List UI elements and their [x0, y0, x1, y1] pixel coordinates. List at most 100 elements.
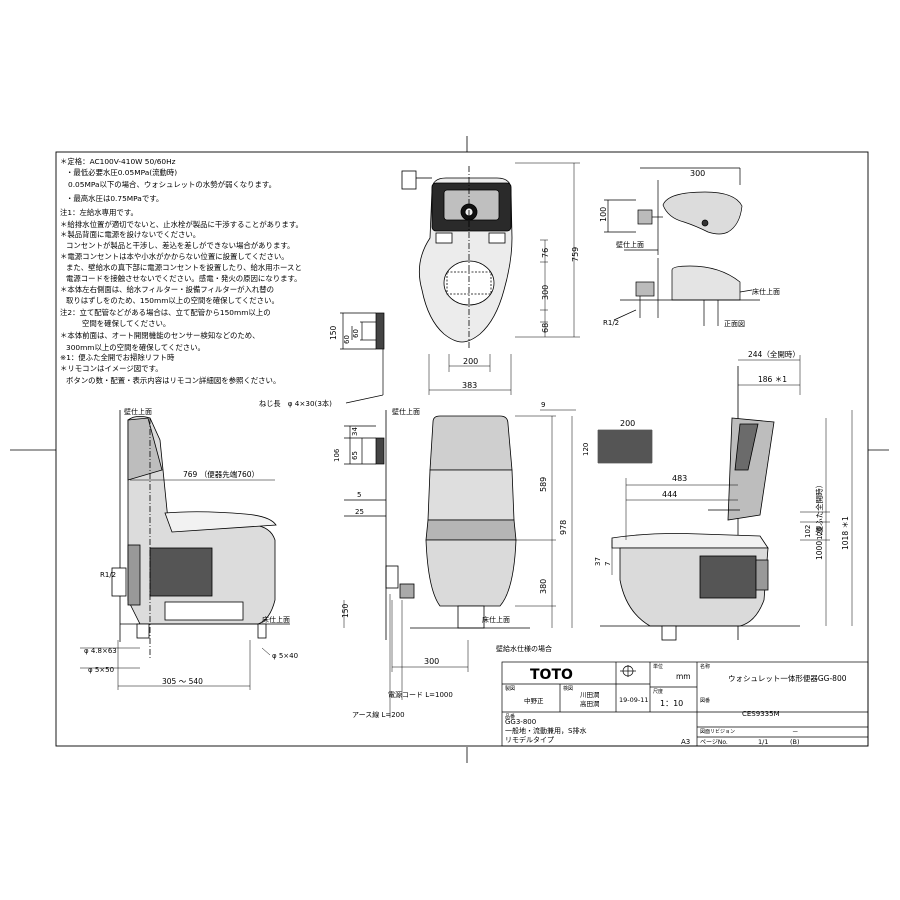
bracket-top [340, 312, 385, 404]
screw-48: φ 4.8×63 [84, 647, 117, 655]
dim-444: 444 [662, 490, 677, 499]
front-view [385, 410, 530, 640]
dim-978: 978 [559, 520, 568, 535]
note-line-4: ・最高水圧は0.75MPaです。 [66, 194, 164, 203]
note-line-9: ＊電源コンセントは本や小水がかからない位置に設置してください。 [60, 252, 289, 261]
note-line-16: ＊本体前面は、オート開閉機能のセンサー検知などのため、 [60, 331, 260, 340]
screw-spec: ねじ長 φ 4×30(3本) [259, 399, 332, 408]
name-label: 名称 [700, 663, 710, 670]
floor-surface-top: 床仕上面 [752, 287, 780, 296]
dim-34: 34 [351, 427, 359, 436]
scale-value: 1：10 [660, 699, 683, 708]
drawing-frame [55, 151, 869, 747]
dim-244: 244（全開時） [748, 349, 800, 359]
dim-300-vertical: 300 [541, 285, 550, 300]
drawer-label: 製図 [505, 685, 515, 692]
side-detail [604, 167, 760, 326]
r12-top: R1/2 [603, 319, 619, 327]
model-label: 品番 [505, 713, 515, 720]
dim-150-front: 150 [341, 603, 350, 618]
dim-1018: 1018 ＊1 [841, 516, 850, 550]
right-side-view [600, 366, 800, 641]
note-line-13: 取りはずしをのため、150mm以上の空間を確保してください。 [66, 296, 279, 305]
earth-wire: アース線 L=200 [352, 710, 405, 719]
model-line-2: 一般地・流動兼用，S排水 [505, 726, 586, 735]
dim-200-top: 200 [463, 357, 478, 366]
dim-759: 759 [571, 247, 580, 262]
model-line-3: リモデルタイプ [505, 735, 554, 744]
dim-300-front: 300 [424, 657, 439, 666]
note-line-10: また、壁給水の真下部に電源コンセントを設置したり、給水用ホースと [66, 263, 302, 272]
front-view-label: 正面図 [724, 320, 745, 328]
wall-supply-case: 壁給水仕様の場合 [496, 644, 552, 653]
note-line-17: 300mm以上の空間を確保してください。 [66, 343, 205, 352]
dim-7: 7 [604, 562, 612, 566]
dim-106: 106 [333, 448, 341, 462]
dim-range: 305 ～ 540 [162, 677, 203, 686]
checker-label: 検図 [563, 685, 573, 692]
revision-label: 図面リビジョン [700, 728, 735, 735]
note-line-19: ＊リモコンはイメージ図です。 [60, 364, 163, 373]
dim-60a: 60 [352, 329, 360, 338]
top-view-dimlines [428, 162, 580, 395]
floor-surface-front: 床仕上面 [482, 615, 510, 624]
note-line-8: コンセントが製品と干渉し、差込を差しができない場合があります。 [66, 241, 295, 250]
note-line-7: ＊製品背面に電源を設けないでください。 [60, 230, 201, 239]
left-side-view [111, 410, 290, 660]
paper-size: A3 [681, 738, 690, 746]
title-block-grid [501, 661, 869, 747]
unit-value: mm [676, 672, 691, 681]
wall-surface-front: 壁仕上面 [392, 407, 420, 416]
page-code: (B) [790, 738, 800, 746]
dim-126: 126 [816, 526, 824, 540]
figno-label: 図番 [700, 697, 710, 704]
note-line-11: 電源コードを接触させないでください。感電・発火の原因になります。 [66, 274, 302, 283]
dim-483: 483 [672, 474, 687, 483]
dim-25: 25 [355, 508, 364, 516]
wall-surface-top: 壁仕上面 [616, 240, 644, 249]
center-marks [10, 136, 889, 763]
page-label: ページNo. [700, 739, 728, 746]
dim-383: 383 [462, 381, 477, 390]
dim-150-bracket: 150 [329, 325, 338, 340]
front-view-dimlines [343, 409, 576, 718]
unit-label: 単位 [653, 663, 663, 670]
note-line-2: ・最低必要水圧0.05MPa(流動時) [66, 168, 178, 177]
dim-60b: 60 [343, 335, 351, 344]
power-cord: 電源コード L=1000 [388, 690, 453, 699]
dim-380: 380 [539, 579, 548, 594]
checker-name-2: 高田潤 [580, 699, 600, 708]
dim-65: 65 [351, 451, 359, 460]
screw-550: φ 5×50 [88, 666, 114, 674]
page-number: 1/1 [758, 738, 768, 746]
note-line-1: ＊定格：AC100V-410W 50/60Hz [60, 157, 176, 166]
bracket-front [344, 425, 386, 517]
scale-label: 尺度 [653, 688, 663, 695]
figure-number: CES9335M [742, 710, 780, 718]
floor-surface-left: 床仕上面 [262, 615, 290, 624]
remote-control [598, 430, 652, 463]
dim-300-side: 300 [690, 169, 705, 178]
dim-37: 37 [594, 557, 602, 566]
note-line-6: ＊給排水位置が適切でないと、止水栓が製品に干渉することがあります。 [60, 220, 303, 229]
note-line-18: ※1：便ふた全開でお掃除リフト時 [60, 353, 175, 362]
dim-589: 589 [539, 477, 548, 492]
checker-name-1: 川田潤 [580, 690, 600, 699]
toto-mark [620, 665, 636, 677]
drawing-date: 19-09-11 [619, 696, 649, 704]
dim-200-right: 200 [620, 419, 635, 428]
note-line-15: 空間を確保してください。 [82, 319, 171, 328]
note-line-5: 注1：左給水専用です。 [60, 208, 138, 217]
note-line-20: ボタンの数・配置・表示内容はリモコン詳細図を参照ください。 [66, 376, 281, 385]
dim-186: 186 ＊1 [758, 375, 787, 384]
dim-120: 120 [582, 443, 590, 456]
left-view-dimlines [80, 479, 275, 690]
dim-1000: 1000（便ふた全開時） [814, 481, 824, 560]
top-view [401, 166, 513, 350]
wall-surface-left: 壁仕上面 [124, 407, 152, 416]
dim-769: 769 （便器先端760） [183, 469, 259, 479]
dim-100: 100 [599, 207, 608, 222]
note-line-3: 0.05MPa以下の場合、ウォシュレットの水勢が弱くなります。 [68, 180, 276, 189]
note-line-14: 注2：立て配管などがある場合は、立て配管から150mm以上の [60, 308, 271, 317]
